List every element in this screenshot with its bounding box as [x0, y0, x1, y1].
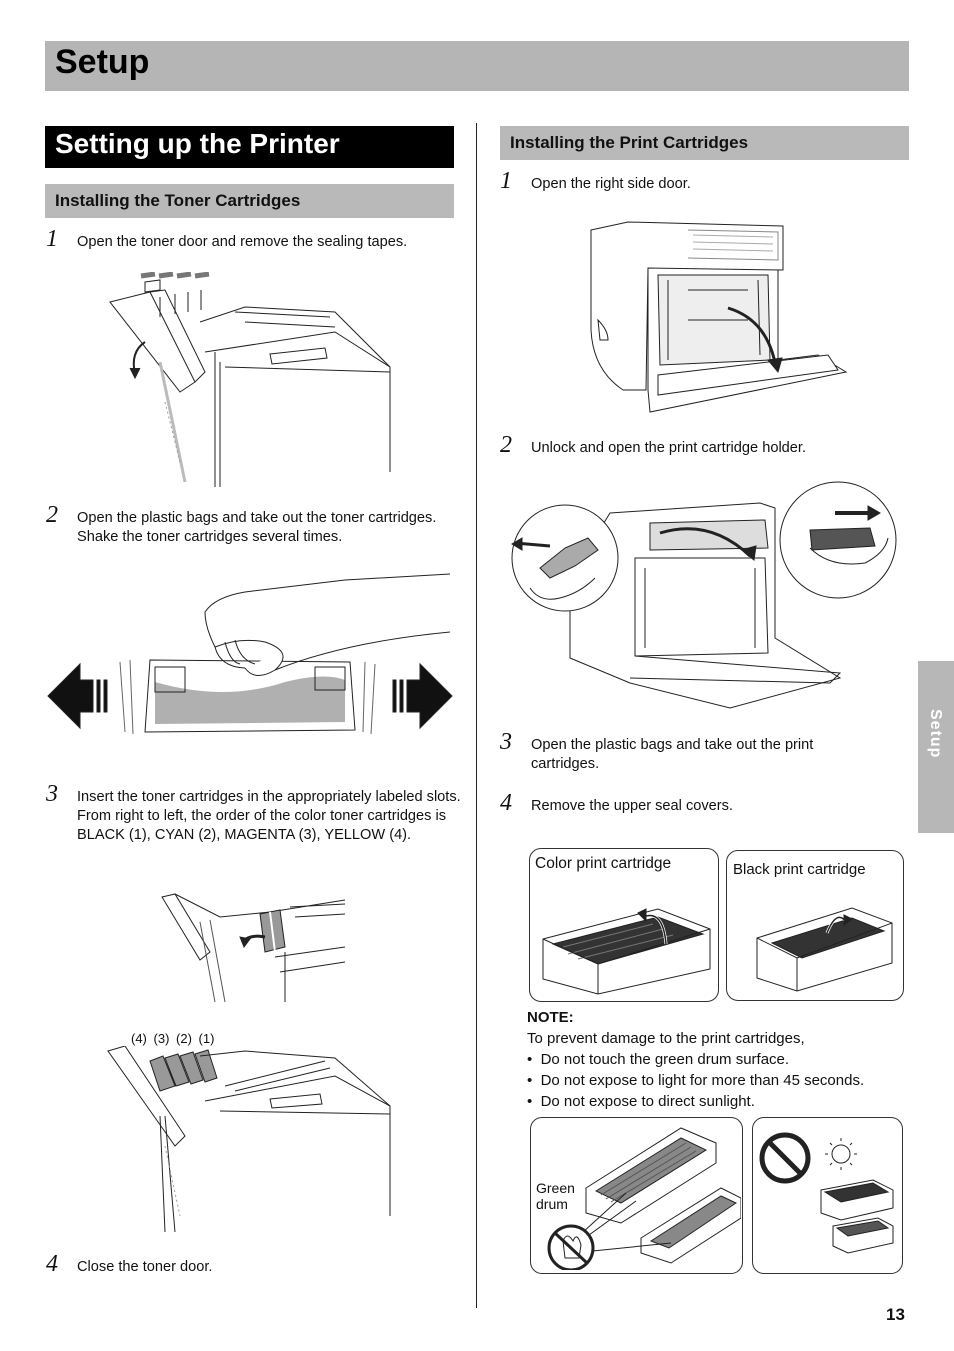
- toner-door-illustration: [105, 272, 405, 487]
- slot-label-1: (1): [198, 1031, 215, 1046]
- green-drum-panel: Green drum: [530, 1117, 743, 1274]
- green-drum-label: Green drum: [536, 1180, 575, 1212]
- side-section-tab[interactable]: Setup: [918, 661, 954, 833]
- page-header-title: Setup: [55, 43, 150, 81]
- step-text: Close the toner door.: [77, 1259, 213, 1275]
- slot-labels: (4) (3) (2) (1): [131, 1031, 214, 1046]
- step-number: 2: [500, 432, 512, 458]
- green-drum-label-line1: Green: [536, 1180, 575, 1196]
- subsection-title: Installing the Toner Cartridges: [55, 191, 301, 210]
- color-cartridge-label: Color print cartridge: [535, 855, 672, 872]
- side-tab-label: Setup: [927, 709, 944, 759]
- step-number: 1: [500, 168, 512, 194]
- note-bullet: • Do not expose to light for more than 4…: [527, 1072, 865, 1089]
- step-text: Open the plastic bags and take out the p…: [531, 737, 814, 772]
- note-bullet: • Do not touch the green drum surface.: [527, 1051, 790, 1068]
- step-text: Insert the toner cartridges in the appro…: [77, 789, 461, 843]
- cartridge-holder-illustration: [510, 478, 900, 712]
- color-cartridge-panel: Color print cartridge: [529, 848, 719, 1002]
- step-number: 2: [46, 502, 58, 528]
- step-text: Unlock and open the print cartridge hold…: [531, 440, 807, 456]
- right-door-illustration: [588, 220, 850, 415]
- subsection-heading-print: Installing the Print Cartridges: [500, 126, 909, 160]
- column-divider: [476, 123, 477, 1308]
- subsection-heading-toner: Installing the Toner Cartridges: [45, 184, 454, 218]
- shake-toner-illustration: [45, 572, 455, 742]
- toner-slots-illustration: [105, 1046, 395, 1232]
- note-bullet: • Do not expose to direct sunlight.: [527, 1093, 755, 1110]
- note-heading: NOTE:: [527, 1009, 574, 1026]
- insert-toner-illustration: [160, 892, 350, 1004]
- step-number: 1: [46, 226, 58, 252]
- sunlight-panel: [752, 1117, 903, 1274]
- note-intro: To prevent damage to the print cartridge…: [527, 1030, 805, 1047]
- step-text: Open the toner door and remove the seali…: [77, 234, 408, 250]
- step-number: 3: [46, 781, 58, 807]
- page-number: 13: [886, 1305, 905, 1324]
- step-text: Open the plastic bags and take out the t…: [77, 510, 437, 545]
- green-drum-label-line2: drum: [536, 1196, 568, 1212]
- section-title: Setting up the Printer: [55, 128, 340, 159]
- black-cartridge-label: Black print cartridge: [733, 861, 866, 878]
- section-title-bar: Setting up the Printer: [45, 126, 454, 168]
- slot-label-3: (3): [153, 1031, 170, 1046]
- step-text: Remove the upper seal covers.: [531, 798, 733, 814]
- black-cartridge-panel: Black print cartridge: [726, 850, 904, 1001]
- step-text: Open the right side door.: [531, 176, 691, 192]
- page-header-bar: Setup: [45, 41, 909, 91]
- step-number: 4: [46, 1251, 58, 1277]
- slot-label-4: (4): [131, 1031, 147, 1046]
- step-number: 4: [500, 790, 512, 816]
- slot-label-2: (2): [176, 1031, 192, 1046]
- subsection-title: Installing the Print Cartridges: [510, 133, 749, 152]
- step-number: 3: [500, 729, 512, 755]
